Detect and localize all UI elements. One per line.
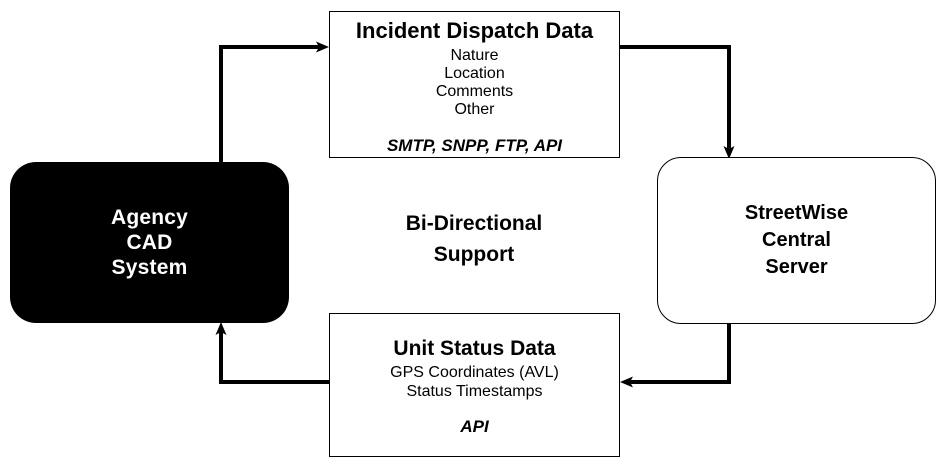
- node-agency-cad-system[interactable]: Agency CAD System: [10, 162, 289, 323]
- unit-protocols: API: [460, 417, 489, 436]
- arrowhead-up: [215, 322, 227, 335]
- center-caption-line-2: Support: [433, 243, 515, 266]
- node-cad-line-3: System: [111, 256, 188, 279]
- center-caption-line-1: Bi-Directional: [405, 212, 543, 235]
- incident-protocols: SMTP, SNPP, FTP, API: [386, 136, 563, 155]
- center-caption: Bi-Directional Support: [324, 208, 624, 270]
- node-streetwise-central-server[interactable]: StreetWise Central Server: [657, 157, 936, 324]
- node-server-line-2: Central: [762, 229, 831, 251]
- incident-item: Location: [444, 65, 505, 82]
- incident-title: Incident Dispatch Data: [355, 18, 594, 43]
- arrowhead-left: [620, 376, 633, 388]
- connector-unit-to-cad: [215, 322, 329, 384]
- node-server-line-3: Server: [765, 256, 828, 278]
- node-incident-dispatch-data[interactable]: Incident Dispatch Data Nature Location C…: [329, 11, 620, 158]
- unit-item: Status Timestamps: [406, 383, 543, 400]
- connector-incident-to-server: [620, 45, 735, 159]
- arrowhead-right: [316, 41, 329, 53]
- node-cad-line-2: CAD: [126, 231, 173, 254]
- incident-item: Nature: [450, 47, 499, 64]
- node-unit-status-data[interactable]: Unit Status Data GPS Coordinates (AVL) S…: [329, 313, 620, 457]
- unit-item: GPS Coordinates (AVL): [390, 364, 559, 381]
- incident-item: Comments: [435, 83, 514, 100]
- unit-title: Unit Status Data: [393, 337, 556, 360]
- node-cad-line-1: Agency: [110, 206, 189, 229]
- node-server-line-1: StreetWise: [744, 202, 849, 224]
- incident-item: Other: [454, 101, 495, 118]
- connector-server-to-unit: [620, 324, 731, 388]
- unit-item-list: GPS Coordinates (AVL) Status Timestamps: [390, 363, 559, 401]
- incident-item-list: Nature Location Comments Other: [436, 47, 513, 119]
